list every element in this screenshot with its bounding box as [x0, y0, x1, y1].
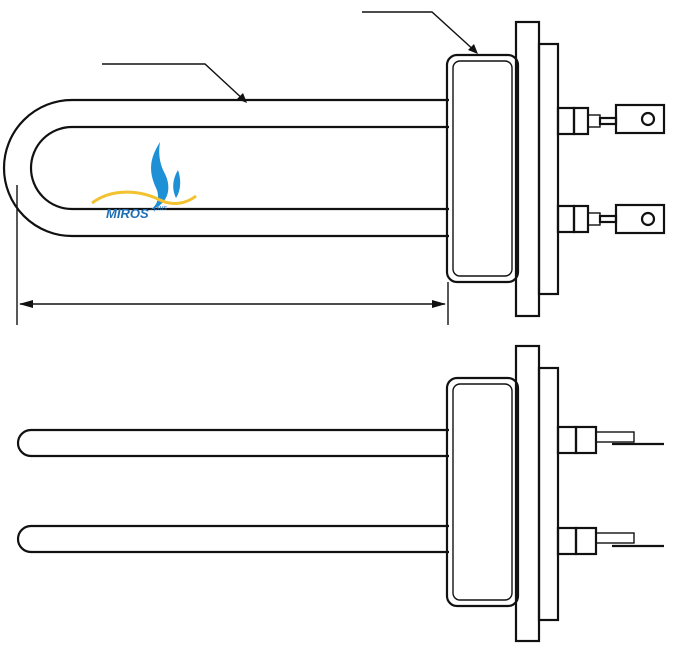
- terminal-side-bottom: [556, 526, 664, 556]
- mounting-plate: [514, 20, 541, 318]
- straight-tube-top: [16, 428, 449, 458]
- terminal-hole-bottom: [640, 211, 656, 227]
- flange-head-side: [445, 376, 520, 608]
- terminal-top: [556, 103, 666, 136]
- side-view: [16, 344, 664, 643]
- logo-suffix-text: plus: [153, 205, 167, 212]
- u-tube-outer: [2, 98, 449, 238]
- mounting-plate-rear: [537, 42, 560, 296]
- brand-logo: MIROS plus: [91, 142, 197, 221]
- flame-icon-small: [173, 170, 181, 198]
- u-tube-inner: [29, 125, 449, 211]
- terminal-hole-top: [640, 111, 656, 127]
- mounting-plate-side-rear: [537, 366, 560, 622]
- wave-icon: [91, 190, 197, 205]
- flange-head: [445, 53, 520, 284]
- leader-line-tube: [102, 63, 246, 102]
- flange-head-inner: [452, 60, 513, 277]
- terminal-bottom: [556, 203, 666, 235]
- leader-arrow-tube: [237, 93, 247, 103]
- flame-icon: [150, 142, 169, 210]
- flange-head-side-inner: [452, 383, 513, 601]
- length-dimension: [16, 185, 449, 325]
- mounting-plate-side: [514, 344, 541, 643]
- terminal-side-top: [556, 425, 664, 455]
- leader-line-flange: [362, 11, 477, 53]
- logo-brand-text: MIROS: [106, 206, 149, 221]
- straight-tube-bottom: [16, 524, 449, 554]
- top-view: MIROS plus: [2, 11, 666, 325]
- leader-arrow-flange: [468, 44, 478, 54]
